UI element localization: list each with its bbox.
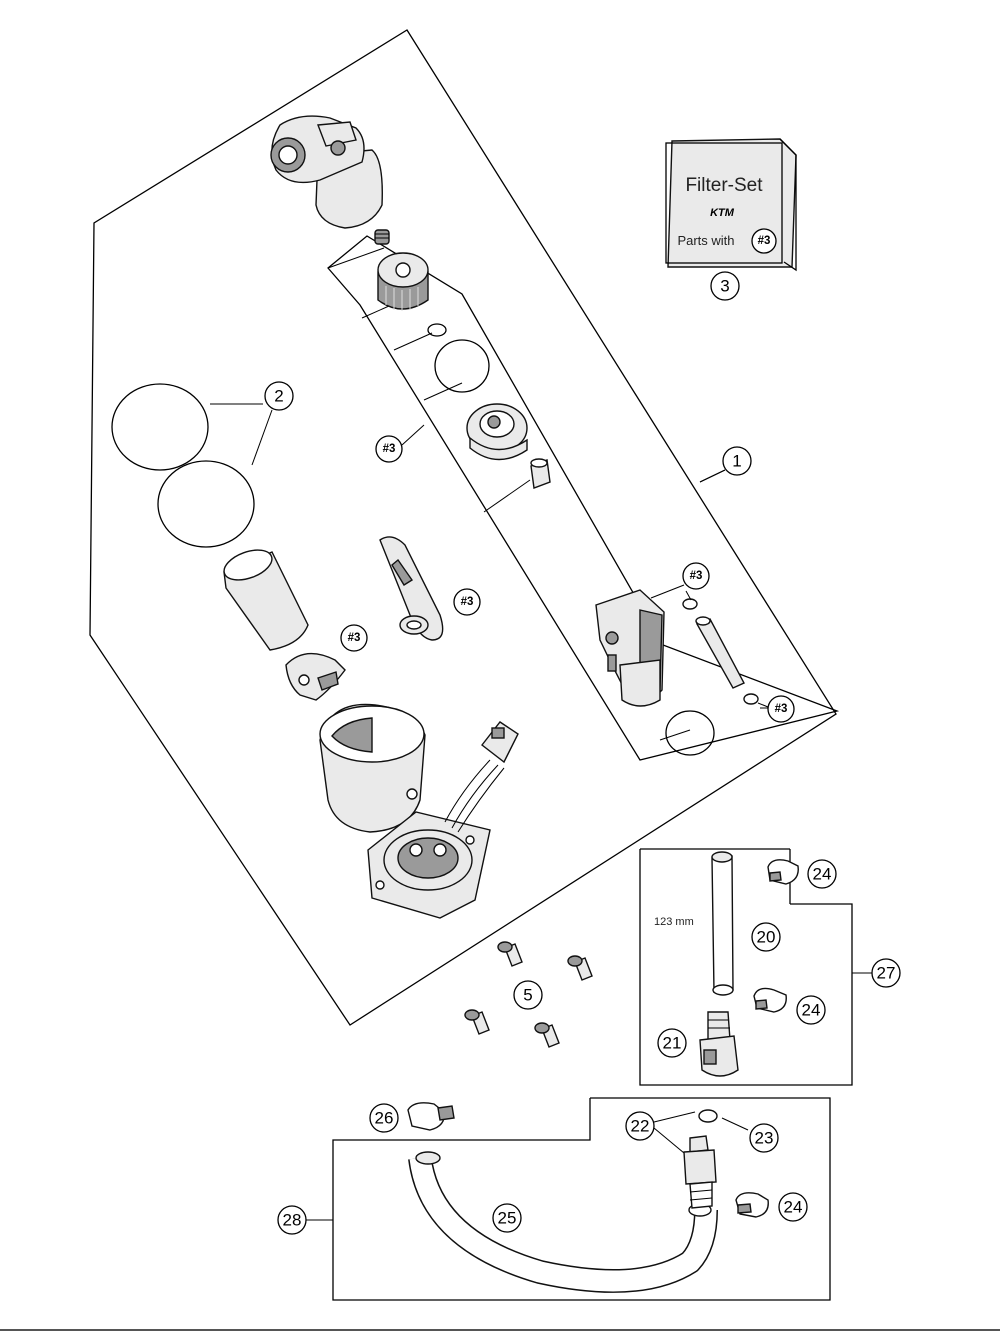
hose-length-label: 123 mm xyxy=(654,916,694,928)
callout-23-leader xyxy=(721,1117,749,1131)
pump-sleeve xyxy=(223,549,309,651)
pressure-regulator xyxy=(466,403,528,461)
screw xyxy=(464,1009,490,1035)
fuel-filter-element xyxy=(377,252,429,311)
svg-text:25: 25 xyxy=(498,1209,517,1228)
fuel-hose-123mm xyxy=(711,851,734,996)
pump-housing-top xyxy=(270,115,383,229)
callout-20: 20 xyxy=(751,922,781,952)
svg-text:2: 2 xyxy=(274,387,283,406)
svg-text:22: 22 xyxy=(631,1117,650,1136)
svg-text:#3: #3 xyxy=(461,596,474,608)
fitting-o-ring xyxy=(698,1109,718,1123)
filter-set-ref-circle xyxy=(751,228,777,254)
callout-5: 5 xyxy=(513,980,543,1010)
svg-text:#3: #3 xyxy=(383,443,396,455)
filter-ref-marker: #3 xyxy=(375,435,403,463)
callout-24-middle: 24 xyxy=(796,995,826,1025)
svg-text:1: 1 xyxy=(732,452,741,471)
filter-ref-marker: #3 xyxy=(682,562,710,590)
screw xyxy=(534,1022,560,1048)
callout-25: 25 xyxy=(492,1203,522,1233)
hose-clamp-lower xyxy=(735,1192,769,1218)
callout-28: 28 xyxy=(277,1205,307,1235)
callout-22-leader-a xyxy=(653,1111,696,1123)
svg-text:28: 28 xyxy=(283,1211,302,1230)
filter-set-subtitle: Parts with xyxy=(677,233,734,248)
pump-holder-cup xyxy=(319,703,426,833)
hose-clamp-upper xyxy=(767,859,799,885)
filter-set-box: Filter-Set KTM Parts with #3 xyxy=(665,138,797,272)
svg-text:24: 24 xyxy=(813,865,832,884)
suction-strainer xyxy=(379,536,444,641)
filter-set-ref-text: #3 xyxy=(758,235,771,247)
screw xyxy=(497,941,523,967)
pump-retainer-clip xyxy=(285,652,346,701)
hose-kit-27-outline xyxy=(639,849,853,1086)
filter-spring xyxy=(374,229,390,245)
svg-text:#3: #3 xyxy=(348,632,361,644)
svg-text:20: 20 xyxy=(757,928,776,947)
connector-tube xyxy=(695,616,745,689)
screw xyxy=(567,955,593,981)
callout-2-leader-b xyxy=(251,409,273,466)
filter-ref-marker: #3 xyxy=(453,588,481,616)
filter-small-o-ring xyxy=(427,323,447,337)
filter-ref-marker: #3 xyxy=(340,624,368,652)
callout-24-lower: 24 xyxy=(778,1192,808,1222)
filter-set-title: Filter-Set xyxy=(685,175,763,196)
callout-23: 23 xyxy=(749,1123,779,1153)
hose-nipple-fitting xyxy=(683,1135,717,1209)
svg-text:26: 26 xyxy=(375,1109,394,1128)
svg-text:5: 5 xyxy=(523,986,532,1005)
small-o-ring-lower xyxy=(743,693,759,705)
small-o-ring-upper xyxy=(682,598,698,610)
regulator-sleeve xyxy=(530,458,551,489)
callout-21: 21 xyxy=(657,1028,687,1058)
svg-text:#3: #3 xyxy=(690,570,703,582)
callout-22: 22 xyxy=(625,1111,655,1141)
quick-coupling-fitting xyxy=(699,1011,739,1077)
pressure-regulator-subassembly-outline xyxy=(327,235,840,761)
callout-24-upper: 24 xyxy=(807,859,837,889)
pump-outlet-body xyxy=(595,589,665,707)
subassembly-leader-lines xyxy=(327,247,768,741)
filter-ref-marker: #3 xyxy=(767,695,795,723)
regulator-o-ring xyxy=(434,339,490,393)
ktm-logo: KTM xyxy=(710,207,735,219)
gasket-ring-lower xyxy=(157,460,255,548)
svg-text:21: 21 xyxy=(663,1034,682,1053)
svg-text:#3: #3 xyxy=(775,703,788,715)
fuel-pump-assembly-outline xyxy=(89,29,837,1026)
callout-26: 26 xyxy=(369,1103,399,1133)
callout-1: 1 xyxy=(699,446,752,483)
hose-kit-28-outline xyxy=(332,1097,831,1301)
flange-screws xyxy=(464,941,593,1048)
hose-clamp-26 xyxy=(407,1102,455,1131)
svg-text:24: 24 xyxy=(784,1198,803,1217)
callout-3: 3 xyxy=(710,271,740,301)
svg-text:3: 3 xyxy=(720,277,729,296)
outlet-o-ring xyxy=(665,710,715,756)
callout-27: 27 xyxy=(871,958,901,988)
pump-flange-base xyxy=(367,811,491,919)
svg-text:27: 27 xyxy=(877,964,896,983)
svg-text:24: 24 xyxy=(802,1001,821,1020)
hose-clamp-middle xyxy=(753,987,787,1013)
wiring-connector xyxy=(444,721,519,833)
callout-2: 2 xyxy=(264,381,294,411)
svg-text:23: 23 xyxy=(755,1129,774,1148)
gasket-ring-upper xyxy=(111,383,209,471)
fuel-hose-25 xyxy=(408,1151,718,1293)
